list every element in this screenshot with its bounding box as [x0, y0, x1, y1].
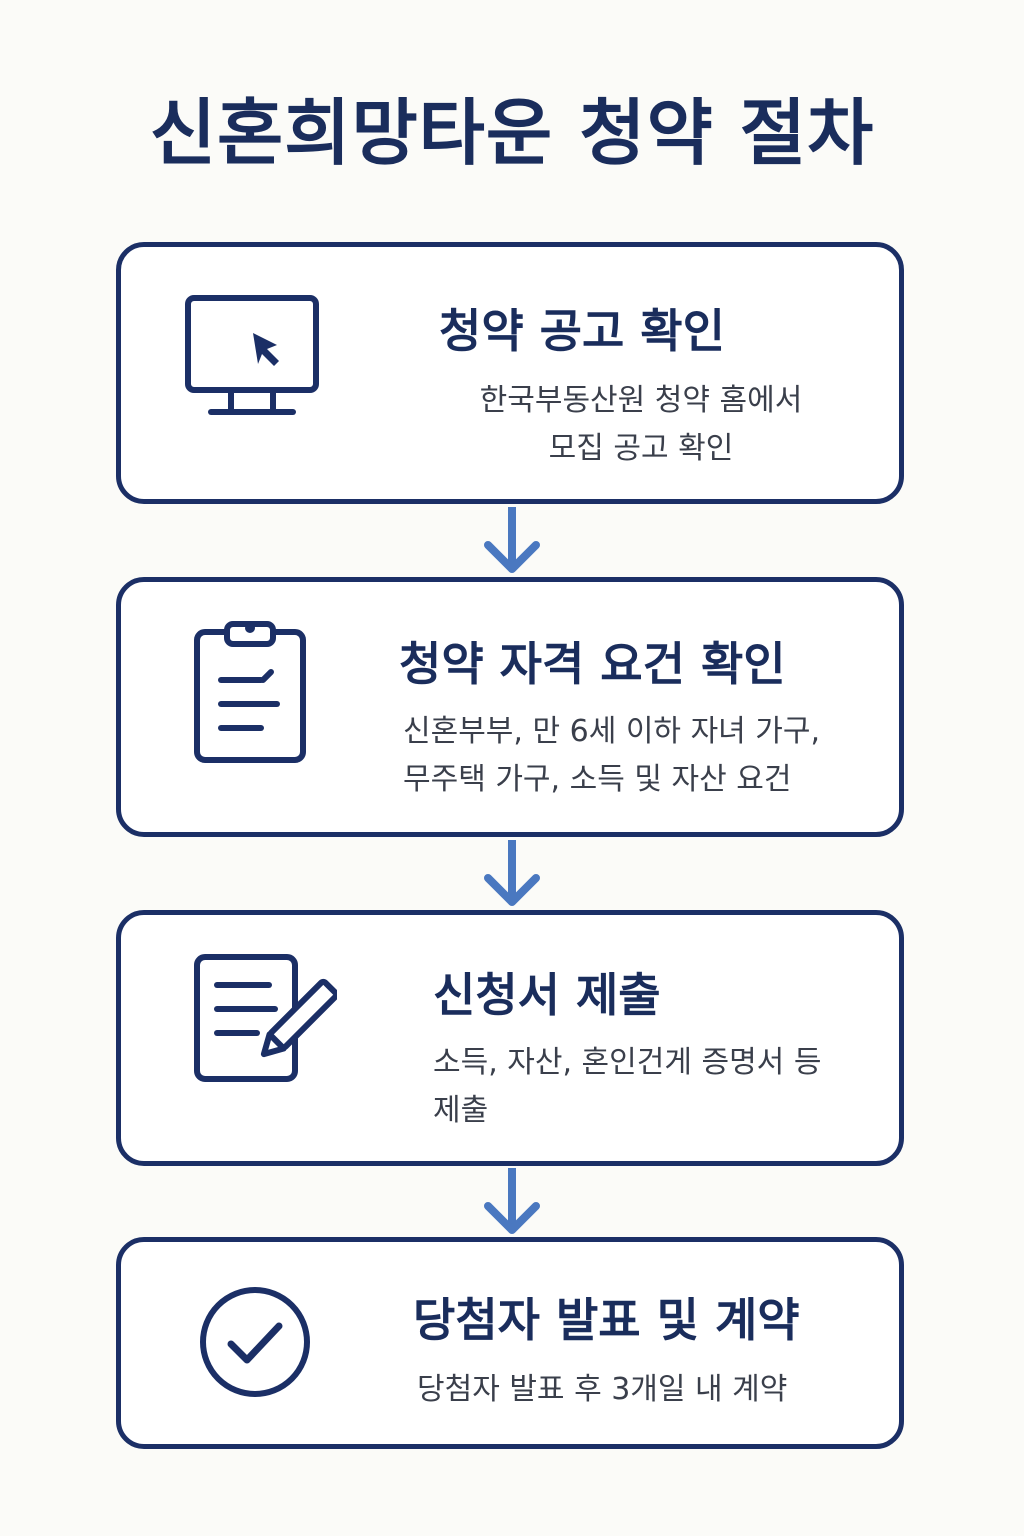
check-circle-icon [195, 1282, 315, 1402]
down-arrow-icon [482, 505, 542, 581]
step-description: 소득, 자산, 혼인건게 증명서 등 제출 [433, 1045, 822, 1128]
step-description: 당첨자 발표 후 3개일 내 계약 [417, 1372, 788, 1407]
step-description: 한국부동산원 청약 홈에서 모집 공고 확인 [479, 383, 803, 466]
step-card-announcement-contract: 당첨자 발표 및 계약 당첨자 발표 후 3개일 내 계약 [116, 1237, 904, 1449]
step-title: 신청서 제출 [433, 968, 661, 1022]
monitor-cursor-icon [183, 293, 323, 423]
step-title: 청약 공고 확인 [439, 304, 725, 358]
page-title: 신혼희망타운 청약 절차 [149, 91, 875, 175]
step-card-announcement: 청약 공고 확인 한국부동산원 청약 홈에서 모집 공고 확인 [116, 242, 904, 504]
down-arrow-icon [482, 838, 542, 914]
clipboard-check-icon [191, 618, 311, 768]
down-arrow-icon [482, 1166, 542, 1242]
document-pencil-icon [191, 951, 337, 1085]
step-title: 청약 자격 요건 확인 [399, 637, 786, 691]
step-title: 당첨자 발표 및 계약 [413, 1293, 800, 1347]
step-card-eligibility: 청약 자격 요건 확인 신혼부부, 만 6세 이하 자녀 가구, 무주택 가구,… [116, 577, 904, 837]
step-card-submission: 신청서 제출 소득, 자산, 혼인건게 증명서 등 제출 [116, 910, 904, 1166]
step-description: 신혼부부, 만 6세 이하 자녀 가구, 무주택 가구, 소득 및 자산 요건 [403, 714, 821, 797]
